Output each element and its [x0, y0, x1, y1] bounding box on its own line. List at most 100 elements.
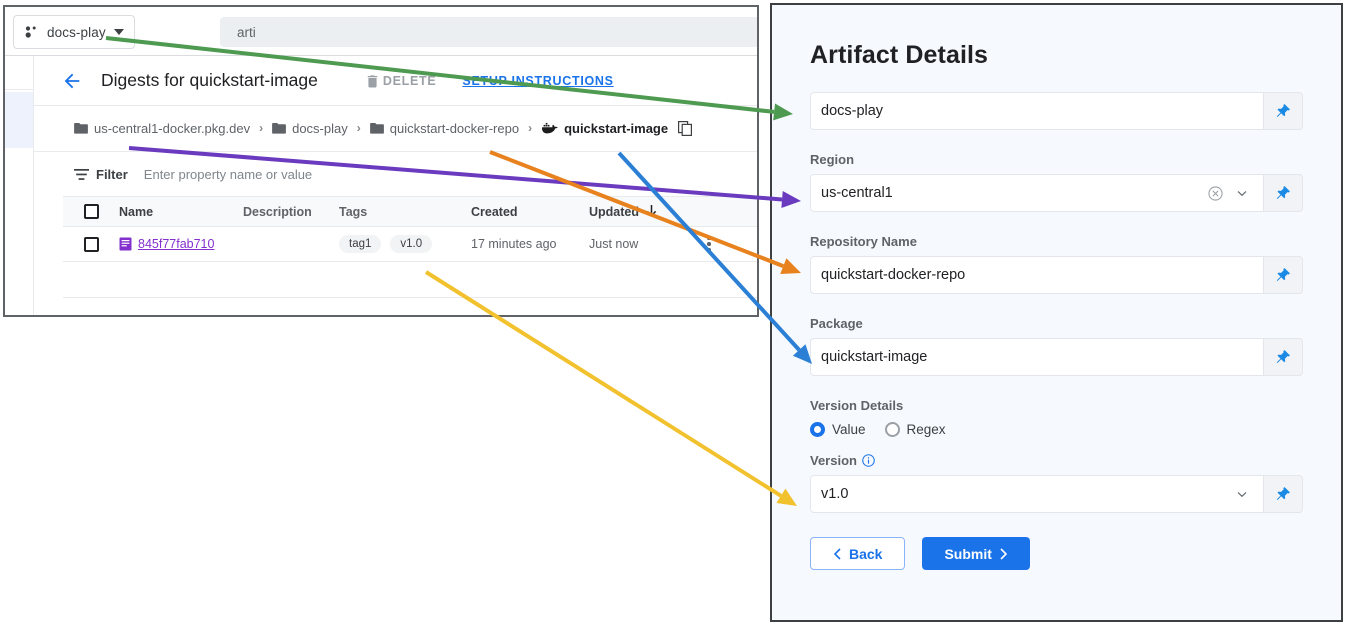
field-region: Region us-central1 — [810, 152, 1303, 212]
back-arrow-icon[interactable] — [61, 70, 83, 92]
row-menu-cell[interactable] — [689, 236, 729, 252]
console-search-value: arti — [237, 24, 256, 40]
version-label-row: Version — [810, 453, 1303, 468]
breadcrumb-item-project[interactable]: docs-play — [272, 121, 348, 136]
package-input[interactable]: quickstart-image — [810, 338, 1264, 376]
project-input[interactable]: docs-play — [810, 92, 1264, 130]
row-checkbox[interactable] — [83, 236, 99, 252]
pin-icon — [1276, 350, 1290, 363]
column-header-tags[interactable]: Tags — [339, 204, 368, 219]
breadcrumb-item-repository[interactable]: quickstart-docker-repo — [369, 120, 520, 136]
chevron-right-icon — [1000, 547, 1008, 560]
radio-value-label: Value — [832, 422, 866, 437]
project-input-value: docs-play — [821, 103, 884, 119]
rail-active-indicator[interactable] — [5, 92, 33, 148]
package-input-value: quickstart-image — [821, 349, 928, 365]
trash-icon — [367, 74, 378, 87]
panel-buttons: Back Submit — [810, 537, 1303, 570]
project-dots-icon — [25, 26, 36, 38]
chevron-left-icon — [833, 547, 841, 560]
region-input-value: us-central1 — [821, 185, 893, 201]
version-input-value: v1.0 — [821, 486, 849, 502]
filter-bar[interactable]: Filter Enter property name or value — [34, 152, 757, 196]
row-name-cell: 845f77fab710 — [119, 237, 243, 251]
back-button-label: Back — [849, 545, 883, 562]
info-icon[interactable] — [862, 454, 875, 467]
clear-icon[interactable] — [1208, 185, 1223, 201]
field-project: docs-play — [810, 92, 1303, 130]
repository-name-input-value: quickstart-docker-repo — [821, 267, 966, 283]
pin-icon — [1276, 104, 1290, 117]
row-tags-cell: tag1 v1.0 — [339, 234, 471, 254]
column-header-name[interactable]: Name — [119, 204, 154, 219]
digest-icon — [119, 237, 132, 251]
region-label: Region — [810, 152, 855, 167]
console-content: Digests for quickstart-image DELETE SETU… — [34, 56, 757, 315]
kebab-menu-icon[interactable] — [707, 236, 711, 252]
breadcrumb-label: docs-play — [292, 120, 348, 136]
select-all-cell[interactable] — [63, 204, 119, 219]
console-top-bar: docs-play arti — [5, 7, 757, 56]
table-row[interactable]: 845f77fab710 tag1 v1.0 17 minutes ago Ju… — [63, 227, 757, 262]
submit-button-label: Submit — [944, 545, 992, 562]
package-label: Package — [810, 316, 863, 331]
project-pin-button[interactable] — [1264, 92, 1303, 130]
breadcrumb-separator: › — [356, 121, 361, 135]
artifact-registry-window: docs-play arti Digests for quickstart-im… — [3, 5, 759, 317]
repository-name-label: Repository Name — [810, 234, 917, 249]
chevron-down-icon[interactable] — [1235, 487, 1249, 501]
row-updated-cell: Just now — [589, 237, 639, 251]
rail-divider — [5, 89, 33, 90]
console-search-input[interactable]: arti — [220, 17, 757, 47]
column-header-description[interactable]: Description — [243, 204, 312, 219]
table-empty-row — [63, 262, 757, 298]
package-pin-button[interactable] — [1264, 338, 1303, 376]
column-header-created[interactable]: Created — [471, 204, 518, 219]
tag-chip[interactable]: tag1 — [339, 234, 382, 254]
pin-icon — [1276, 186, 1290, 199]
setup-instructions-button[interactable]: SETUP INSTRUCTIONS — [462, 73, 614, 88]
delete-button[interactable]: DELETE — [366, 74, 437, 88]
select-all-checkbox[interactable] — [83, 204, 99, 219]
radio-regex-label: Regex — [906, 422, 946, 437]
repository-name-input[interactable]: quickstart-docker-repo — [810, 256, 1264, 294]
radio-value-indicator[interactable] — [810, 422, 825, 437]
row-created-cell: 17 minutes ago — [471, 237, 557, 251]
folder-icon — [74, 123, 88, 134]
submit-button[interactable]: Submit — [922, 537, 1030, 570]
breadcrumb-separator: › — [259, 121, 264, 135]
arrow-down-icon — [646, 205, 657, 217]
folder-icon — [369, 123, 384, 134]
version-pin-button[interactable] — [1264, 475, 1303, 513]
field-package: Package quickstart-image — [810, 316, 1303, 376]
pin-icon — [1276, 268, 1290, 281]
docker-whale-icon — [542, 122, 558, 133]
repository-name-pin-button[interactable] — [1264, 256, 1303, 294]
region-pin-button[interactable] — [1264, 174, 1303, 212]
page-actions: DELETE SETUP INSTRUCTIONS — [366, 74, 614, 88]
radio-regex-indicator[interactable] — [884, 422, 900, 437]
filter-input-placeholder[interactable]: Enter property name or value — [143, 166, 313, 182]
radio-regex[interactable]: Regex — [884, 422, 946, 437]
project-selector[interactable]: docs-play — [13, 15, 135, 49]
breadcrumb-item-registry[interactable]: us-central1-docker.pkg.dev — [74, 121, 250, 136]
digest-link[interactable]: 845f77fab710 — [138, 237, 215, 251]
breadcrumb-label: quickstart-docker-repo — [389, 120, 520, 136]
back-button[interactable]: Back — [810, 537, 906, 570]
version-details-group: Version Details Value Regex — [810, 398, 1303, 437]
tag-chip[interactable]: v1.0 — [390, 234, 433, 254]
breadcrumb-item-package[interactable]: quickstart-image — [541, 121, 668, 136]
copy-icon[interactable] — [678, 120, 693, 136]
chevron-down-icon[interactable] — [1235, 186, 1249, 200]
radio-value[interactable]: Value — [810, 422, 866, 437]
page-title: Digests for quickstart-image — [101, 70, 318, 90]
version-input[interactable]: v1.0 — [810, 475, 1264, 513]
column-header-updated[interactable]: Updated — [589, 205, 689, 219]
region-input[interactable]: us-central1 — [810, 174, 1264, 212]
row-select-cell[interactable] — [63, 236, 119, 252]
version-label: Version — [810, 453, 857, 468]
column-header-updated-label: Updated — [589, 204, 639, 219]
navigation-rail — [5, 56, 34, 315]
breadcrumb-label: us-central1-docker.pkg.dev — [94, 120, 251, 136]
pin-icon — [1276, 487, 1290, 500]
